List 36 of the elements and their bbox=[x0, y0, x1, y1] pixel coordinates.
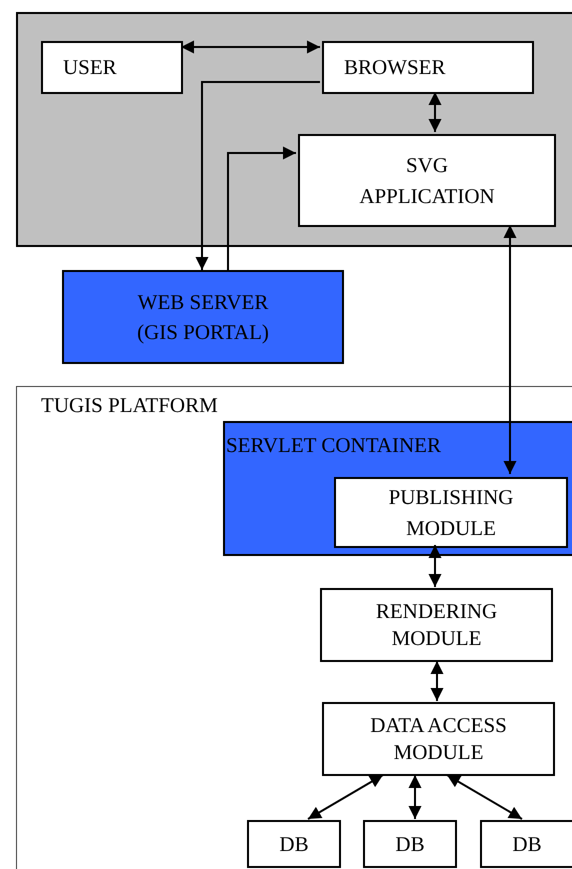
box-label: SVG APPLICATION bbox=[358, 152, 496, 210]
connector-arrow bbox=[430, 661, 444, 701]
connector-arrow bbox=[446, 774, 522, 820]
box-label: BROWSER bbox=[344, 54, 446, 82]
container-box bbox=[223, 421, 572, 556]
process-box bbox=[247, 820, 341, 868]
container-label: SERVLET CONTAINER bbox=[226, 433, 441, 458]
box-label: (GIS PORTAL) bbox=[137, 319, 269, 346]
box-label: DATA ACCESS MODULE bbox=[369, 712, 508, 766]
client-panel bbox=[16, 12, 572, 247]
box-label: RENDERING MODULE bbox=[374, 598, 498, 652]
process-box bbox=[363, 820, 457, 868]
box-label: USER bbox=[63, 54, 117, 82]
container-label: TUGIS PLATFORM bbox=[41, 393, 218, 418]
process-box bbox=[320, 588, 553, 662]
box-label: PUBLISHING MODULE bbox=[388, 484, 514, 542]
process-box bbox=[480, 820, 572, 868]
box-label: DB bbox=[395, 830, 425, 858]
process-box bbox=[334, 477, 568, 548]
box-label: DB bbox=[512, 830, 542, 858]
container-box bbox=[16, 386, 572, 869]
connector-arrow bbox=[181, 40, 320, 54]
connector-arrow bbox=[196, 81, 320, 270]
connector-arrow bbox=[227, 146, 296, 270]
connector-arrow bbox=[504, 225, 516, 474]
box-label: WEB SERVER bbox=[138, 288, 268, 316]
process-box bbox=[62, 270, 344, 364]
connector-arrow bbox=[408, 775, 422, 819]
connector-arrow bbox=[308, 774, 384, 820]
process-box bbox=[41, 41, 183, 94]
process-box bbox=[322, 41, 534, 94]
connector-arrow bbox=[428, 545, 442, 587]
process-box bbox=[298, 134, 556, 227]
process-box bbox=[322, 702, 555, 776]
connector-arrow bbox=[428, 92, 442, 132]
box-label: DB bbox=[279, 830, 309, 858]
